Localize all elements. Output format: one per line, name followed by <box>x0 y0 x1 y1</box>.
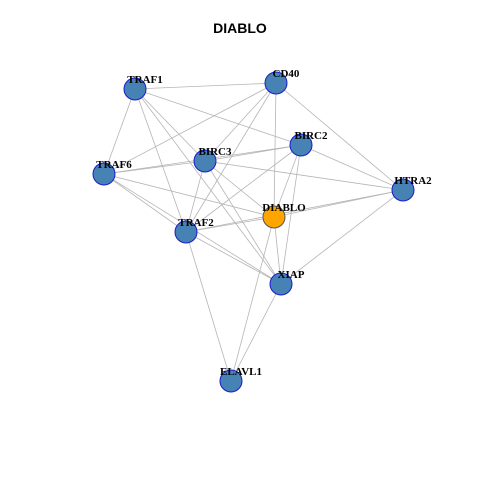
edge-birc3-diablo <box>204 160 275 218</box>
node-label-birc2: BIRC2 <box>294 130 328 142</box>
node-elavl1: ELAVL1 <box>219 366 262 393</box>
node-circle-birc3 <box>193 149 217 173</box>
node-label-cd40: CD40 <box>273 68 300 80</box>
node-circle-traf2 <box>174 220 198 244</box>
node-label-birc3: BIRC3 <box>198 146 232 158</box>
node-label-xiap: XIAP <box>278 269 305 281</box>
node-label-traf2: TRAF2 <box>178 217 214 229</box>
edge-layer <box>103 82 404 382</box>
node-xiap: XIAP <box>269 269 305 296</box>
node-circle-htra2 <box>391 178 415 202</box>
edge-cd40-htra2 <box>275 82 404 191</box>
edge-traf1-birc3 <box>134 88 206 162</box>
edge-traf1-xiap <box>134 88 282 285</box>
edge-birc3-traf6 <box>103 160 206 175</box>
node-circle-diablo <box>262 205 286 229</box>
node-label-diablo: DIABLO <box>262 202 306 214</box>
node-traf1: TRAF1 <box>123 74 163 101</box>
edge-traf2-xiap <box>185 231 282 285</box>
node-label-traf6: TRAF6 <box>96 159 132 171</box>
edge-traf1-traf2 <box>134 88 187 233</box>
node-circle-traf6 <box>92 162 116 186</box>
edge-traf6-traf2 <box>103 173 187 233</box>
edge-birc2-traf2 <box>185 144 302 233</box>
edge-birc2-htra2 <box>300 144 404 191</box>
node-diablo: DIABLO <box>262 202 306 229</box>
edge-birc2-birc3 <box>204 144 302 162</box>
edge-traf1-cd40 <box>134 82 277 90</box>
edge-htra2-xiap <box>280 189 404 285</box>
node-traf6: TRAF6 <box>92 159 132 186</box>
edge-cd40-traf6 <box>103 82 277 175</box>
edge-traf1-birc2 <box>134 88 302 146</box>
node-traf2: TRAF2 <box>174 217 214 244</box>
node-label-traf1: TRAF1 <box>127 74 162 86</box>
node-circle-cd40 <box>264 71 288 95</box>
node-circle-elavl1 <box>219 369 243 393</box>
edge-traf1-traf6 <box>103 88 136 175</box>
node-label-htra2: HTRA2 <box>394 175 432 187</box>
edge-traf2-elavl1 <box>185 231 232 382</box>
node-birc2: BIRC2 <box>289 130 328 157</box>
node-birc3: BIRC3 <box>193 146 232 173</box>
node-circle-birc2 <box>289 133 313 157</box>
edge-htra2-traf2 <box>185 189 404 233</box>
edge-birc3-htra2 <box>204 160 404 191</box>
node-cd40: CD40 <box>264 68 300 95</box>
edge-cd40-traf2 <box>185 82 277 233</box>
edge-birc3-traf2 <box>185 160 206 233</box>
edge-birc2-diablo <box>273 144 302 218</box>
node-htra2: HTRA2 <box>391 175 432 202</box>
node-circle-traf1 <box>123 77 147 101</box>
edge-diablo-traf2 <box>185 216 275 233</box>
figure-title: DIABLO <box>213 20 267 36</box>
edge-xiap-elavl1 <box>230 283 282 382</box>
edge-cd40-birc3 <box>204 82 277 162</box>
edge-birc2-xiap <box>280 144 302 285</box>
node-label-elavl1: ELAVL1 <box>220 366 262 378</box>
edge-cd40-diablo <box>273 82 277 218</box>
edge-diablo-elavl1 <box>230 216 275 382</box>
node-circle-xiap <box>269 272 293 296</box>
edge-traf6-diablo <box>103 173 275 218</box>
